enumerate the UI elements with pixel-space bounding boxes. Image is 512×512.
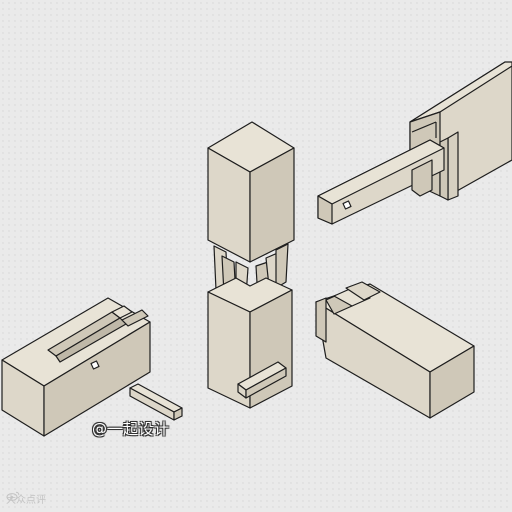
lower-left-block	[1, 297, 183, 437]
watermark-text: 大众点评	[6, 495, 46, 506]
lower-center-post	[207, 277, 293, 409]
watermark: 大众点评	[6, 491, 46, 506]
lower-right-block	[315, 281, 475, 419]
upper-center-post	[207, 121, 295, 303]
weibo-logo-icon	[6, 491, 20, 501]
author-credit: @一起设计	[92, 420, 170, 438]
upper-right-beam	[317, 61, 512, 225]
